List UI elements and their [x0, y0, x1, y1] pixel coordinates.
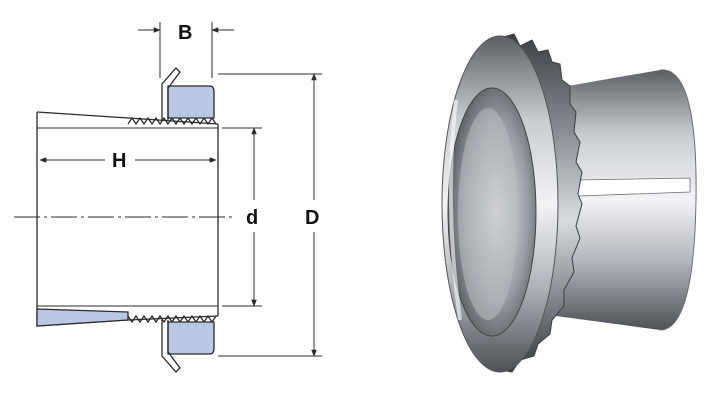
lock-nut-bottom: [161, 320, 215, 373]
lock-nut-render: [441, 33, 583, 373]
sleeve-body-render: [556, 69, 697, 331]
technical-drawing: B H d D: [14, 22, 322, 373]
dimension-d: d: [222, 127, 262, 307]
lock-nut-top: [161, 67, 215, 120]
dimension-B: B: [138, 22, 234, 78]
sleeve-section: [36, 111, 219, 327]
sleeve-taper-bottom: [36, 308, 129, 327]
label-D: D: [305, 207, 319, 229]
label-H: H: [112, 150, 126, 172]
label-B: B: [178, 22, 192, 44]
dimension-D: D: [218, 73, 322, 357]
product-render: [440, 4, 698, 382]
dimension-H: H: [39, 150, 217, 172]
label-d: d: [246, 207, 258, 229]
